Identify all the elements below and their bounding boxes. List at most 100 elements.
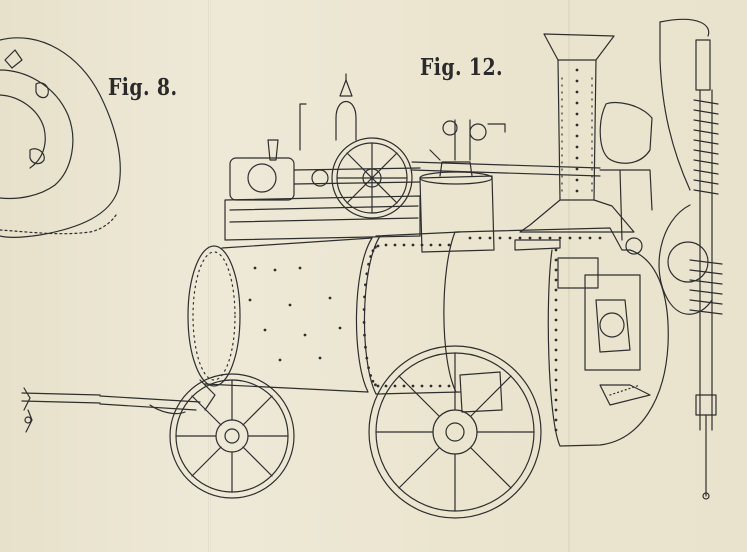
rivet [367,262,370,266]
rivet [554,288,558,292]
rivet [508,236,512,240]
rivet [554,278,558,282]
rivet [411,243,415,247]
firebox [455,227,669,447]
rivet [393,384,397,388]
rivet [554,328,558,332]
engine-cylinder [224,157,421,241]
rivet [528,236,532,240]
rivet [518,236,522,240]
rivet [554,358,558,362]
rivet [393,243,397,247]
rivet [554,258,558,262]
paper-fold [568,0,570,552]
rivet [328,296,332,300]
rivet [374,383,377,387]
steam-dome [419,161,495,253]
rivet [575,68,579,72]
chimney [519,33,635,233]
rivet [438,384,442,388]
rivet [588,236,592,240]
rivet [371,379,375,383]
fig12-drawing [21,18,723,519]
paper-fold [208,0,211,552]
rivet [554,248,558,252]
rivet [575,101,579,105]
rivet [568,236,572,240]
boiler-rivets [248,68,602,432]
rivet [364,283,367,287]
rivet [363,333,366,337]
rivet [554,378,558,382]
rivet [369,374,373,377]
rivet [363,295,366,299]
rivet [384,243,388,247]
rivet [554,408,558,412]
pump-column [658,18,723,500]
rivet [376,244,380,248]
rivet [248,298,252,302]
safety-valve [267,73,357,161]
rivet [554,388,558,392]
rivet [558,236,562,240]
rivet [554,268,558,272]
rivet [575,189,579,193]
rivet [288,303,292,307]
rivet [554,348,558,352]
rivet [488,236,492,240]
rivet [498,236,502,240]
rivet [554,308,558,312]
rivet [365,356,369,360]
rivet [575,90,579,94]
rivet [338,326,342,330]
rivet [447,384,451,388]
rivet [273,268,277,272]
rivet [364,345,367,349]
rivet [365,272,369,276]
rivet [575,112,579,116]
rivet [402,384,406,388]
rivet [468,236,472,240]
rear-wheel [368,345,542,519]
rivet [402,243,406,247]
flywheel [331,137,413,219]
rivet [575,79,579,83]
rivet [575,167,579,171]
rivet [538,236,542,240]
rivet [367,366,370,370]
rivet [362,321,366,324]
rivet [575,156,579,160]
rivet [575,123,579,127]
rivet [362,308,366,311]
rivet [554,298,558,302]
rivet [554,338,558,342]
rivet [575,178,579,182]
rivet [548,236,552,240]
rivet [429,243,433,247]
front-wheel [169,373,295,499]
rivet [554,418,558,422]
fig8-label: Fig. 8. [108,74,178,101]
rivet [298,266,302,270]
rivet [411,384,415,388]
rivet [369,255,373,258]
fig8-drawing [0,37,121,238]
rivet [598,236,602,240]
rivet [263,328,267,332]
rivet [578,236,582,240]
rivet [554,368,558,372]
rivet [447,243,451,247]
rivet [253,266,257,270]
rivet [429,384,433,388]
drawbar [21,387,201,433]
rivet [371,249,375,253]
rivet [575,145,579,149]
rivet [575,134,579,138]
rivet [384,384,388,388]
rivet [374,245,377,249]
steam-pipes [411,101,653,255]
rivet [318,356,322,360]
rivet [420,384,424,388]
